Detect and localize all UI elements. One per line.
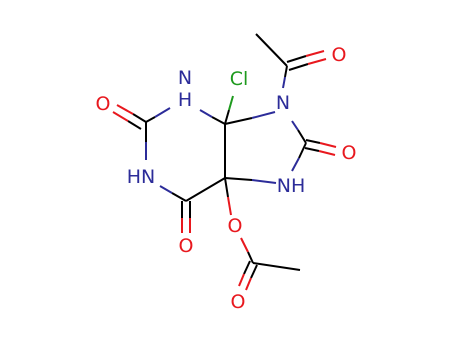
bond-c8-n7-a: [298, 142, 307, 159]
atom-n7-h: NH: [277, 175, 306, 197]
bond-c5-oester-b: [227, 196, 232, 216]
bond-n3-c2-a: [154, 107, 171, 118]
bond-cacyl-o-1b: [305, 50, 325, 57]
atom-o-c8: O: [342, 142, 357, 164]
atom-n3: N: [178, 67, 192, 89]
atom-n1-h: HN: [127, 166, 156, 188]
bond-cacyl-o-2b: [307, 58, 327, 65]
bond-c2-o-2b: [112, 111, 129, 122]
bond-n9-c8-b: [297, 129, 307, 144]
bond-c8-n7-b: [291, 157, 300, 172]
bond-c4-cl-a: [224, 109, 230, 125]
bond-c8-o-1b: [319, 142, 337, 148]
bond-c2-o-1b: [116, 104, 134, 115]
bond-c4-cl-b: [228, 95, 234, 111]
bonds: [112, 33, 337, 291]
bond-cester-o-2b: [245, 277, 252, 291]
bond-n1-c6-b: [171, 192, 187, 202]
bond-n3-c2-b: [145, 116, 156, 123]
atom-o-c2: O: [96, 93, 111, 115]
bond-cester-methyl: [252, 262, 301, 271]
bond-cester-o-1a: [243, 260, 251, 275]
bond-oester-cester-a: [240, 237, 249, 253]
bond-cester-o-2a: [250, 264, 258, 279]
bond-c5-oester-a: [224, 177, 229, 198]
bond-n9-cacyl-b: [284, 65, 288, 78]
atom-o-carbonyl: O: [231, 291, 246, 313]
bond-cacyl-o-1a: [286, 55, 307, 63]
bond-c8-o-1a: [305, 139, 321, 144]
bond-c4-n3-a: [211, 116, 226, 125]
atom-n3-h: H: [178, 89, 192, 111]
bond-c8-o-2a: [304, 147, 320, 152]
bond-cester-o-1b: [238, 273, 245, 287]
bond-cacyl-o-2a: [288, 63, 309, 71]
bond-n9-c8-a: [291, 120, 299, 131]
bond-n9-cacyl-a: [282, 76, 286, 89]
bond-c8-o-2b: [318, 150, 336, 156]
bond-c6-c5: [185, 177, 226, 202]
bond-c4-n9-a: [224, 117, 253, 125]
bond-cacyl-methyl: [255, 33, 288, 67]
atom-n9: N: [276, 92, 290, 114]
bond-n7-c5-a: [251, 179, 277, 184]
atom-cl: Cl: [230, 68, 249, 90]
bond-n1-c6-a: [159, 185, 173, 194]
atom-o-ester: O: [228, 215, 243, 237]
bond-c2-o-2a: [127, 120, 142, 130]
atom-labels: N H Cl N O O O HN NH O O O: [96, 44, 357, 313]
bond-c4-n3-b: [199, 109, 213, 118]
bond-c4-n9-b: [251, 111, 276, 119]
bond-oester-cester-b: [247, 251, 254, 264]
bond-n7-c5-b: [224, 177, 253, 181]
bond-c2-o-1a: [132, 113, 147, 123]
atom-o-c6: O: [179, 235, 194, 257]
atom-o-acetyl: O: [332, 44, 347, 66]
